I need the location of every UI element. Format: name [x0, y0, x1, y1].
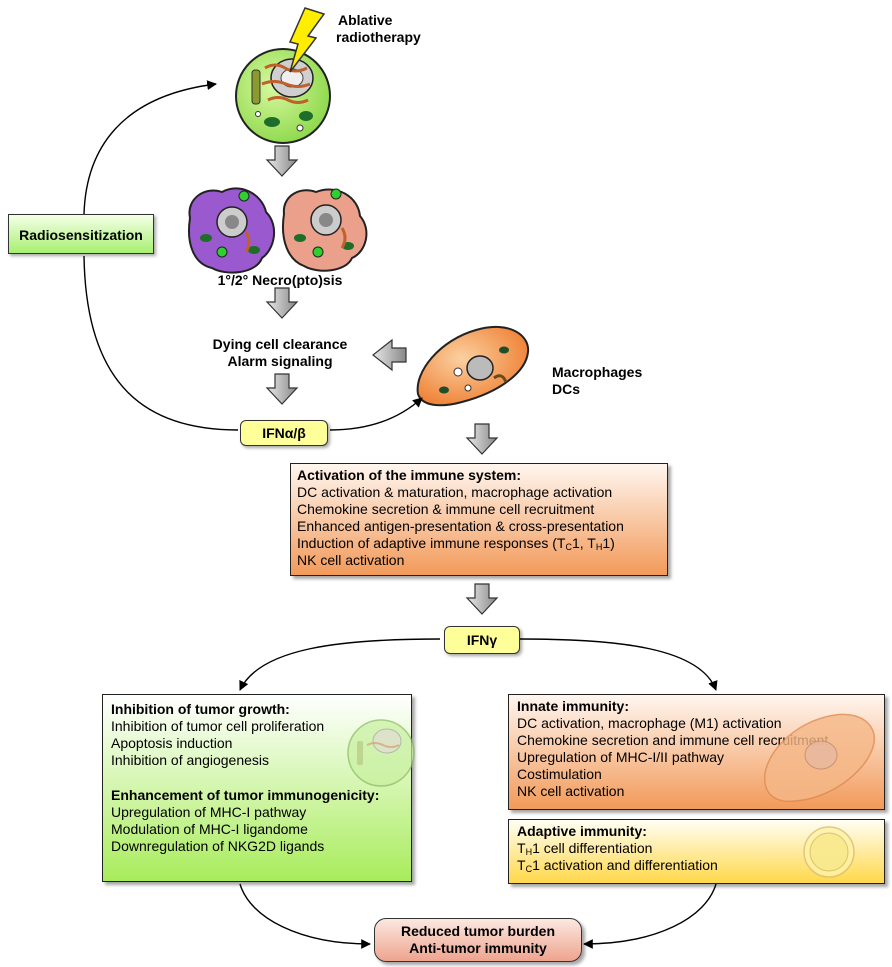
gray-arrow-left — [372, 338, 407, 372]
arrow-right-to-outcome — [583, 883, 717, 949]
innate-item: Costimulation — [517, 766, 602, 782]
adaptive-suffix: 1) — [602, 535, 615, 551]
immunogenicity-item: Modulation of MHC-I ligandome — [111, 821, 308, 837]
innate-title: Innate immunity: — [517, 698, 630, 714]
adaptive-item-th1: TH1 cell differentiation — [517, 840, 876, 857]
outcome-box: Reduced tumor burden Anti-tumor immunity — [374, 918, 582, 962]
macrophages-line1: Macrophages — [552, 364, 643, 380]
activation-item: NK cell activation — [297, 552, 405, 568]
adaptive-mid: 1, T — [571, 535, 596, 551]
lightning-icon — [288, 7, 326, 73]
immunogenicity-item: Upregulation of MHC-I pathway — [111, 804, 307, 820]
arrow-ifng-right — [519, 638, 718, 691]
ifn-gamma-pill: IFNγ — [444, 626, 520, 654]
macrophages-line2: DCs — [552, 381, 581, 397]
adaptive-title: Adaptive immunity: — [517, 823, 647, 839]
tumor-growth-box: Inhibition of tumor growth: Inhibition o… — [102, 694, 415, 882]
tc1-prefix: T — [517, 857, 526, 873]
tumor-growth-title: Inhibition of tumor growth: — [111, 701, 290, 717]
arrow-ifn-to-macrophage — [329, 397, 423, 431]
adaptive-item-tc1: TC1 activation and differentiation — [517, 857, 876, 874]
sub-c: C — [565, 542, 572, 552]
tc1-suffix: 1 activation and differentiation — [532, 857, 718, 873]
activation-item: DC activation & maturation, macrophage a… — [297, 484, 613, 500]
radiosensitization-box: Radiosensitization — [8, 214, 154, 254]
macrophage-watermark-icon — [764, 713, 876, 803]
activation-item: Chemokine secretion & immune cell recrui… — [297, 501, 595, 517]
outcome-line2: Anti-tumor immunity — [409, 940, 547, 956]
immunogenicity-title: Enhancement of tumor immunogenicity: — [111, 787, 380, 803]
innate-item: Upregulation of MHC-I/II pathway — [517, 749, 724, 765]
outcome-line1: Reduced tumor burden — [400, 923, 555, 939]
tumor-growth-item: Inhibition of angiogenesis — [111, 752, 270, 768]
macrophage-icon — [416, 325, 530, 407]
dying-line2: Alarm signaling — [227, 353, 333, 369]
macrophages-label: Macrophages DCs — [552, 364, 642, 398]
th1-prefix: T — [517, 840, 526, 856]
irradiated-cell-icon — [235, 48, 331, 144]
necrosis-label: 1°/2° Necro(pto)sis — [217, 272, 343, 288]
arrow-left-to-outcome — [239, 883, 371, 949]
immune-activation-box: Activation of the immune system: DC acti… — [290, 463, 668, 576]
innate-item: NK cell activation — [517, 783, 625, 799]
activation-title: Activation of the immune system: — [297, 467, 522, 483]
adaptive-prefix: Induction of adaptive immune responses (… — [297, 535, 566, 551]
ablative-line2: radiotherapy — [336, 29, 421, 45]
lymphocyte-watermark-icon — [803, 826, 855, 878]
th1-suffix: 1 cell differentiation — [532, 840, 653, 856]
tumor-growth-item: Inhibition of tumor cell proliferation — [111, 718, 325, 734]
tumor-growth-item: Apoptosis induction — [111, 735, 233, 751]
activation-item-adaptive: Induction of adaptive immune responses (… — [297, 535, 661, 552]
arrow-ifn-to-radiosensitization — [83, 255, 239, 431]
innate-immunity-box: Innate immunity: DC activation, macropha… — [508, 694, 885, 810]
sub-h: H — [595, 542, 603, 552]
adaptive-immunity-box: Adaptive immunity: TH1 cell differentiat… — [508, 819, 885, 884]
th1-sub: H — [525, 847, 533, 857]
ablative-radiotherapy-label: Ablative radiotherapy — [336, 12, 421, 46]
dying-line1: Dying cell clearance — [212, 336, 348, 352]
arrow-ifng-left — [239, 638, 441, 691]
necrotic-cell-purple-icon — [188, 187, 276, 274]
necrotic-cell-salmon-icon — [282, 188, 368, 272]
ablative-line1: Ablative — [338, 12, 393, 28]
ifn-alpha-beta-pill: IFNα/β — [240, 420, 328, 446]
innate-item: DC activation, macrophage (M1) activatio… — [517, 715, 782, 731]
activation-item: Enhanced antigen-presentation & cross-pr… — [297, 518, 624, 534]
tumor-cell-watermark-icon — [347, 719, 415, 787]
innate-item: Chemokine secretion and immune cell recr… — [517, 732, 829, 748]
arrow-radiosensitization-loop — [83, 80, 217, 215]
immunogenicity-item: Downregulation of NKG2D ligands — [111, 838, 325, 854]
dying-cell-label: Dying cell clearance Alarm signaling — [180, 336, 380, 370]
tc1-sub: C — [525, 864, 533, 874]
